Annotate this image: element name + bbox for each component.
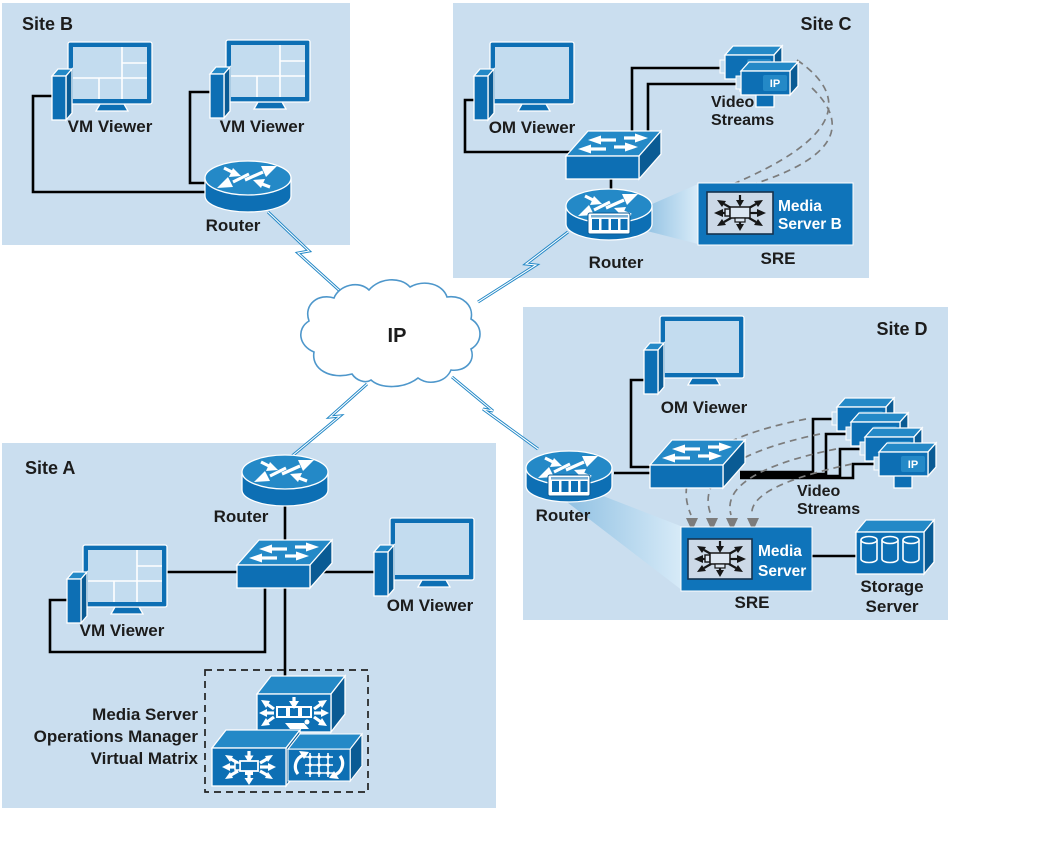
om-viewer-site-d-label: OM Viewer (661, 398, 748, 417)
virtual-matrix-glyph-icon (293, 751, 345, 779)
vm-viewer-site-a-label: VM Viewer (80, 621, 165, 640)
link-omviewer-switch-d (629, 378, 655, 469)
sre-site-d-label: SRE (735, 593, 770, 612)
router-site-c-icon (566, 189, 652, 240)
link-camera4-switch-d (740, 462, 874, 480)
link-camera2-switch-c (646, 82, 736, 150)
cluster-label-line2: Operations Manager (34, 727, 199, 746)
video-stream-curve-c2 (753, 87, 834, 185)
media-server-b-label-line1: Media (778, 198, 822, 215)
router-site-d-icon (526, 451, 612, 502)
video-streams-c-line2: Streams (711, 112, 774, 129)
link-omviewer-switch-c (463, 98, 572, 154)
wan-bolt-site-d-core (451, 376, 539, 450)
media-server-label-line1: Media (758, 543, 802, 560)
site-d-links (614, 378, 874, 558)
storage-server-icon (855, 519, 935, 575)
site-a-title: Site A (25, 458, 75, 478)
ip-cloud (300, 279, 481, 388)
video-streams-c-line1: Video (711, 94, 755, 111)
link-vm1-router-b (31, 94, 214, 194)
router-site-d-label: Router (536, 506, 591, 525)
om-viewer-site-a-label: OM Viewer (387, 596, 474, 615)
storage-server-label-line1: Storage (860, 577, 923, 596)
ip-camera-c2-label: IP (770, 78, 780, 90)
video-streams-d-line2: Streams (797, 501, 860, 518)
router-site-b-label: Router (206, 216, 261, 235)
link-camera1-switch-d (740, 417, 832, 474)
video-stream-curve-d3 (729, 448, 837, 516)
video-streams-d-line1: Video (797, 483, 841, 500)
media-server-label-line2: Server (758, 563, 806, 580)
media-server-cluster-glyph-icon (222, 751, 276, 785)
sre-site-c-label: SRE (761, 249, 796, 268)
vm-viewer-1-label: VM Viewer (68, 117, 153, 136)
om-viewer-site-c-label: OM Viewer (489, 118, 576, 137)
router-site-c-label: Router (589, 253, 644, 272)
video-stream-curve-c1 (732, 59, 830, 185)
stream-arrowhead-icon (726, 518, 738, 531)
media-server-cluster-icon (211, 729, 301, 787)
link-camera1-switch-c (630, 66, 720, 150)
router-site-a-icon (240, 453, 330, 508)
stream-arrowhead-icon (706, 518, 718, 531)
site-c-title: Site C (800, 14, 851, 34)
link-camera2-switch-d (740, 432, 846, 476)
router-site-b-icon (203, 159, 293, 214)
wan-bolt-site-b-core (267, 211, 341, 292)
router-site-a-label: Router (214, 507, 269, 526)
link-vmviewer-tower-switch-a (48, 585, 267, 654)
site-b-title: Site B (22, 14, 73, 34)
stream-arrowhead-icon (686, 518, 698, 531)
media-server-b-label-line2: Server B (778, 216, 842, 233)
cluster-label-line1: Media Server (92, 705, 198, 724)
sre-wedge-site-c (643, 184, 698, 244)
wan-links (266, 210, 569, 458)
video-stream-curve-d4 (751, 463, 853, 516)
operations-manager-glyph-icon (259, 697, 329, 729)
ip-cloud-label: IP (388, 325, 407, 347)
cluster-label-line3: Virtual Matrix (91, 749, 199, 768)
link-camera3-switch-d (740, 447, 860, 478)
storage-server-label-line2: Server (866, 597, 919, 616)
management-cluster-border (204, 669, 369, 793)
ip-camera-d4-label: IP (908, 459, 918, 471)
site-d-title: Site D (876, 319, 927, 339)
wan-bolt-site-a-core (291, 383, 368, 457)
vm-viewer-2-label: VM Viewer (220, 117, 305, 136)
sre-wedge-site-d (563, 489, 683, 591)
stream-arrowhead-icon (747, 518, 759, 531)
wan-bolt-site-c-core (477, 231, 569, 303)
